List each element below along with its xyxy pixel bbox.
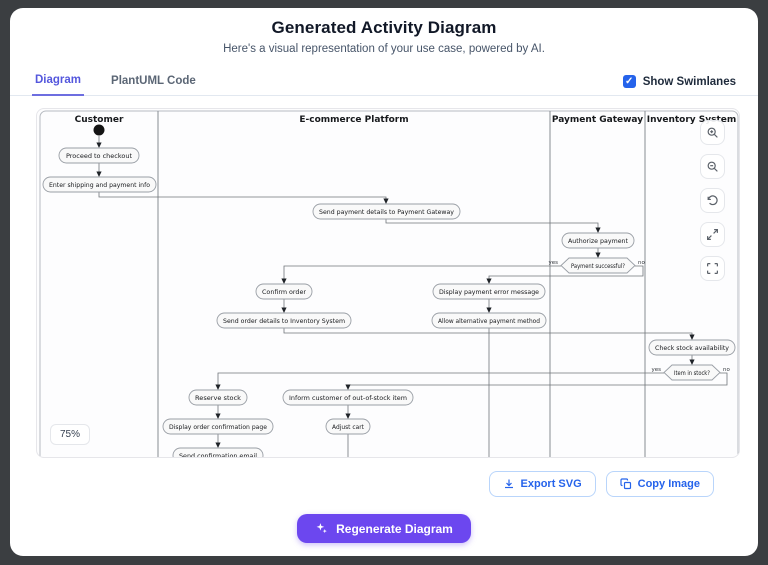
- node-label: Send order details to Inventory System: [223, 317, 345, 325]
- start-node: [93, 124, 105, 136]
- diagram-edge: [283, 328, 693, 339]
- header: Generated Activity Diagram Here's a visu…: [10, 8, 758, 55]
- regenerate-label: Regenerate Diagram: [336, 521, 453, 536]
- edge-arrowhead: [486, 307, 492, 313]
- node-label: Payment successful?: [571, 263, 625, 270]
- edge-label: yes: [548, 260, 558, 266]
- sparkles-icon: [316, 523, 327, 534]
- tab-diagram[interactable]: Diagram: [32, 68, 85, 96]
- edge-label: yes: [651, 367, 661, 373]
- node-label: Inform customer of out-of-stock item: [289, 394, 407, 402]
- activity-node: [431, 312, 547, 329]
- edge-label: no: [723, 367, 730, 373]
- activity-node: [162, 418, 274, 435]
- edge-arrowhead: [689, 359, 695, 365]
- edge-label: no: [638, 260, 645, 266]
- app-card: Generated Activity Diagram Here's a visu…: [10, 8, 758, 556]
- zoom-out-button[interactable]: [700, 154, 725, 179]
- activity-node: [561, 232, 635, 249]
- diagram-edge: [283, 265, 561, 283]
- node-label: Enter shipping and payment info: [49, 181, 150, 189]
- activity-node: [172, 447, 264, 457]
- reset-icon: [707, 195, 718, 206]
- decision-node: [560, 257, 636, 274]
- node-label: Proceed to checkout: [66, 152, 133, 160]
- regenerate-diagram-button[interactable]: Regenerate Diagram: [297, 514, 471, 543]
- copy-icon: [620, 478, 631, 490]
- node-label: Adjust cart: [332, 423, 364, 431]
- activity-node: [282, 389, 414, 406]
- regenerate-row: Regenerate Diagram: [10, 514, 758, 543]
- expand-button[interactable]: [700, 222, 725, 247]
- diagram-edge: [217, 372, 664, 389]
- edge-arrowhead: [383, 198, 389, 204]
- edge-arrowhead: [345, 413, 351, 419]
- zoom-controls: [700, 120, 725, 281]
- node-label: Check stock availability: [655, 344, 729, 352]
- export-svg-label: Export SVG: [520, 478, 582, 490]
- page-subtitle: Here's a visual representation of your u…: [223, 43, 545, 55]
- activity-node: [325, 418, 371, 435]
- lane-title: Payment Gateway: [552, 115, 643, 125]
- activity-node: [42, 176, 157, 193]
- lane-title: Inventory System: [647, 115, 737, 125]
- node-label: Authorize payment: [568, 237, 628, 245]
- zoom-in-button[interactable]: [700, 120, 725, 145]
- swimlanes-label: Show Swimlanes: [642, 75, 736, 88]
- expand-icon: [707, 229, 718, 240]
- lane-title: Customer: [75, 115, 124, 125]
- page-title: Generated Activity Diagram: [271, 18, 497, 37]
- node-label: Send confirmation email: [179, 452, 257, 457]
- activity-node: [312, 203, 461, 220]
- node-label: Allow alternative payment method: [438, 317, 540, 325]
- edge-arrowhead: [96, 171, 102, 177]
- edge-arrowhead: [215, 413, 221, 419]
- edge-arrowhead: [486, 278, 492, 284]
- edge-arrowhead: [281, 278, 287, 284]
- swimlanes-checkbox[interactable]: ✓: [622, 75, 636, 88]
- edge-arrowhead: [595, 227, 601, 233]
- activity-node: [188, 389, 248, 406]
- activity-node: [432, 283, 546, 300]
- node-label: Item in stock?: [674, 370, 710, 377]
- edge-arrowhead: [281, 307, 287, 313]
- activity-node: [255, 283, 313, 300]
- node-label: Display order confirmation page: [169, 423, 267, 431]
- zoom-level-badge: 75%: [50, 424, 91, 445]
- reset-view-button[interactable]: [700, 188, 725, 213]
- lane-title: E-commerce Platform: [299, 115, 408, 125]
- node-label: Send payment details to Payment Gateway: [319, 208, 454, 216]
- activity-node: [648, 339, 736, 356]
- node-label: Reserve stock: [195, 394, 241, 402]
- copy-image-label: Copy Image: [637, 478, 700, 490]
- activity-diagram: Customer E-commerce Platform Payment Gatew…: [39, 110, 739, 457]
- zoom-in-icon: [707, 127, 718, 138]
- swimlane-frame: [39, 110, 739, 457]
- export-svg-button[interactable]: Export SVG: [488, 471, 596, 497]
- edge-arrowhead: [96, 142, 102, 148]
- fullscreen-button[interactable]: [700, 256, 725, 281]
- activity-node: [58, 147, 140, 164]
- edge-arrowhead: [215, 442, 221, 448]
- diagram-edge: [98, 192, 387, 203]
- tab-bar: Diagram PlantUML Code ✓ Show Swimlanes: [10, 68, 758, 96]
- edge-arrowhead: [345, 384, 351, 390]
- download-icon: [504, 479, 513, 489]
- decision-node: [663, 364, 721, 381]
- diagram-edge: [385, 219, 599, 232]
- activity-node: [216, 312, 352, 329]
- edge-arrowhead: [689, 334, 695, 340]
- action-buttons: Export SVG Copy Image: [488, 471, 714, 497]
- edge-arrowhead: [215, 384, 221, 390]
- tab-plantuml-code[interactable]: PlantUML Code: [111, 75, 196, 87]
- fullscreen-icon: [707, 263, 718, 274]
- show-swimlanes-toggle[interactable]: ✓ Show Swimlanes: [622, 75, 736, 95]
- node-label: Display payment error message: [439, 288, 539, 296]
- zoom-out-icon: [707, 161, 718, 172]
- node-label: Confirm order: [262, 288, 306, 296]
- diagram-edge: [488, 265, 644, 283]
- diagram-canvas[interactable]: Customer E-commerce Platform Payment Gatew…: [36, 108, 740, 458]
- edge-arrowhead: [595, 252, 601, 258]
- copy-image-button[interactable]: Copy Image: [605, 471, 714, 497]
